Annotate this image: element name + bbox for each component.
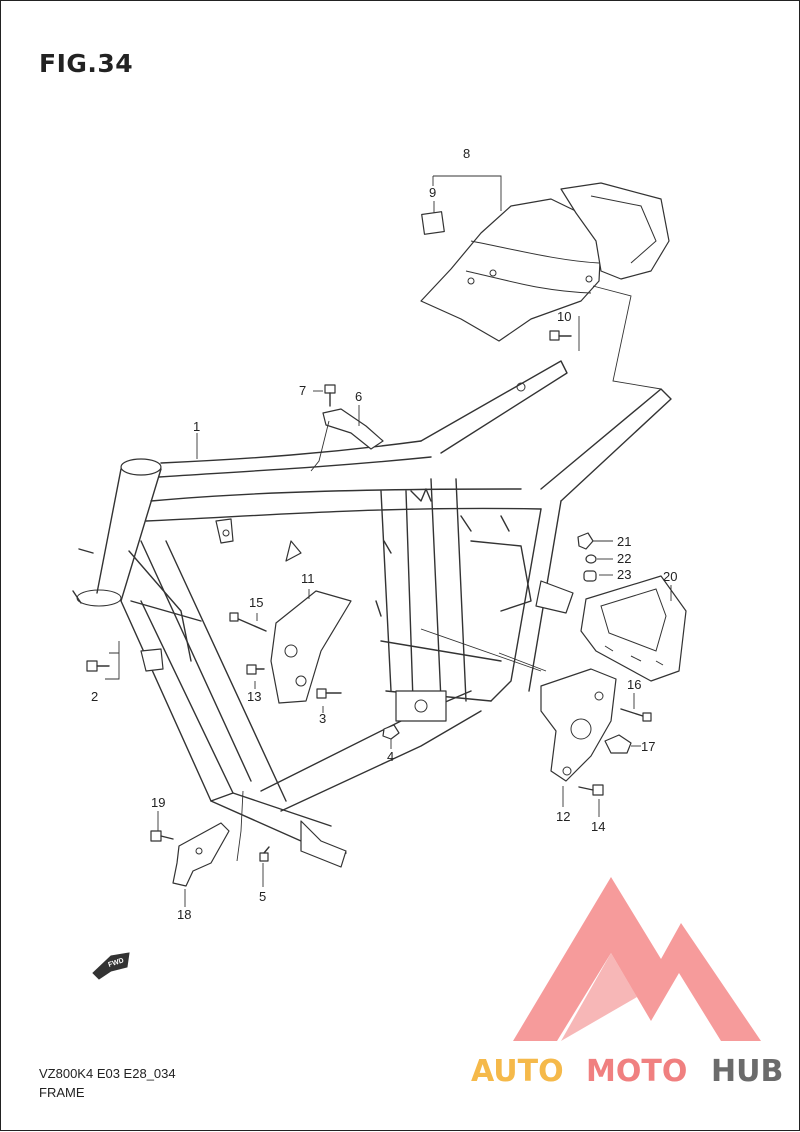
callout-8: 8 bbox=[463, 146, 470, 161]
callout-5: 5 bbox=[259, 889, 266, 904]
part-7-bolt bbox=[324, 384, 336, 407]
callout-labels: 1 2 3 4 5 6 7 8 9 10 11 12 13 14 15 16 1… bbox=[91, 146, 677, 922]
callout-3: 3 bbox=[319, 711, 326, 726]
automotohub-logo: AUTO MOTO HUB bbox=[471, 877, 783, 1089]
figure-title: FIG.34 bbox=[39, 49, 134, 78]
callout-14: 14 bbox=[591, 819, 605, 834]
callout-11: 11 bbox=[301, 571, 315, 586]
fwd-direction-badge: FWD bbox=[92, 952, 130, 980]
main-frame bbox=[72, 360, 672, 868]
logo-word-auto: AUTO bbox=[471, 1054, 564, 1089]
section-name: FRAME bbox=[39, 1085, 85, 1100]
logo-word-hub: HUB bbox=[711, 1054, 783, 1089]
leader-lines bbox=[105, 175, 672, 907]
part-20-plate bbox=[580, 575, 687, 682]
fwd-label: FWD bbox=[107, 957, 124, 969]
callout-15: 15 bbox=[249, 595, 263, 610]
rear-fender bbox=[420, 182, 670, 342]
callout-18: 18 bbox=[177, 907, 191, 922]
callout-22: 22 bbox=[617, 551, 631, 566]
logo-word-moto: MOTO bbox=[586, 1054, 687, 1089]
callout-4: 4 bbox=[387, 749, 394, 764]
part-18-bracket bbox=[172, 822, 230, 887]
fasteners bbox=[86, 330, 652, 862]
callout-7: 7 bbox=[299, 383, 306, 398]
callout-13: 13 bbox=[247, 689, 261, 704]
callout-12: 12 bbox=[556, 809, 570, 824]
callout-2: 2 bbox=[91, 689, 98, 704]
callout-9: 9 bbox=[429, 185, 436, 200]
part-12-bracket bbox=[540, 668, 617, 782]
model-code: VZ800K4 E03 E28_034 bbox=[39, 1066, 176, 1081]
callout-23: 23 bbox=[617, 567, 631, 582]
part-6-strap bbox=[322, 408, 384, 450]
callout-17: 17 bbox=[641, 739, 655, 754]
callout-1: 1 bbox=[193, 419, 200, 434]
part-17-damper bbox=[604, 734, 632, 754]
part-11-bracket bbox=[270, 590, 352, 704]
callout-10: 10 bbox=[557, 309, 571, 324]
callout-16: 16 bbox=[627, 677, 641, 692]
callout-20: 20 bbox=[663, 569, 677, 584]
callout-21: 21 bbox=[617, 534, 631, 549]
callout-6: 6 bbox=[355, 389, 362, 404]
callout-19: 19 bbox=[151, 795, 165, 810]
